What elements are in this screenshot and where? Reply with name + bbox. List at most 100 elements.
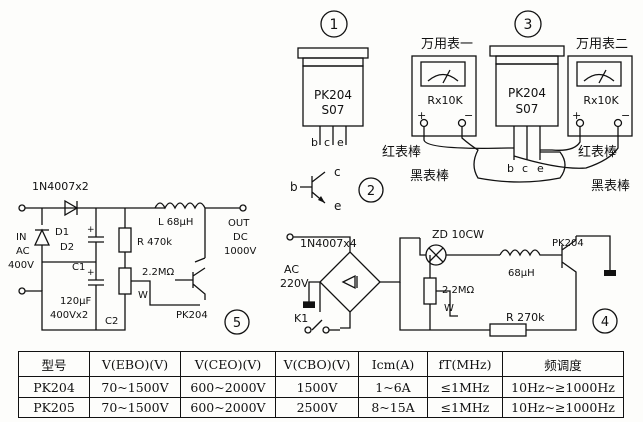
table-header-cell: 频调度 (502, 350, 624, 378)
meter-1-range: Rx10K (427, 94, 463, 107)
symbol-e-label: e (334, 199, 341, 213)
black-probe-label-1: 黑表棒 (410, 169, 449, 184)
out-label-1: OUT (228, 218, 250, 229)
table-header-row: 型号 V(EBO)(V) V(CEO)(V) V(CBO)(V) Icm(A) … (18, 350, 624, 378)
table-header-cell: V(CBO)(V) (275, 350, 359, 378)
c2-label: C2 (105, 316, 118, 327)
bridge-rectifier (319, 251, 381, 313)
ground-4 (604, 270, 616, 276)
table-cell: 8~15A (358, 396, 428, 419)
transistor-5-label: PK204 (176, 310, 208, 321)
panel-3-code-label: S07 (516, 102, 539, 116)
d1-label: D1 (55, 227, 69, 238)
table-cell: 70~1500V (89, 376, 181, 398)
panel-3-number: 3 (524, 17, 533, 33)
bridge-label: 1N4007x4 (300, 237, 357, 250)
table-cell: ≤1MHz (427, 376, 503, 398)
table-cell: 70~1500V (89, 396, 181, 419)
panel-3-pin-b: b (507, 162, 514, 175)
output-terminal (239, 204, 247, 212)
transistor-5 (175, 208, 206, 300)
panel-2-number-circle (358, 177, 384, 203)
black-probe-lead-1 (461, 127, 566, 183)
input-label-3: 400V (8, 260, 34, 271)
out-label-3: 1000V (224, 246, 256, 257)
ac-terminal-top (286, 233, 294, 241)
pot-label: 2.2MΩ (142, 267, 175, 278)
meter-1-body (411, 55, 477, 137)
svg-text:+: + (87, 225, 95, 235)
panel-3-package-tab (489, 45, 565, 57)
meter-2-dial (576, 61, 622, 87)
input-label-1: IN (16, 232, 26, 243)
panel-2-number: 2 (367, 184, 375, 199)
red-probe-label-2: 红表棒 (578, 144, 617, 160)
input-terminal-top (18, 204, 26, 212)
black-probe-lead-2 (513, 127, 619, 169)
table-cell: 10Hz~≥1000Hz (502, 376, 624, 398)
cap-voltage-label: 400Vx2 (50, 310, 88, 321)
transistor-4-label: PK204 (552, 238, 584, 249)
spec-table: 型号 V(EBO)(V) V(CEO)(V) V(CBO)(V) Icm(A) … (18, 350, 624, 419)
table-cell: 600~2000V (180, 376, 276, 398)
panel-1-number: 1 (330, 17, 339, 33)
resistor-470k (118, 227, 132, 253)
package-code-label: S07 (322, 103, 345, 117)
red-probe-lead-1 (423, 127, 514, 149)
package-tab (297, 47, 369, 59)
k1-label: K1 (294, 312, 308, 325)
inductor-l (154, 202, 206, 210)
panel-2: b c e 2 (290, 165, 384, 213)
c1-label: C1 (72, 262, 85, 273)
panel-5-number-circle (224, 309, 250, 335)
table-cell: 1~6A (358, 376, 428, 398)
pot-w-label: W (138, 290, 148, 301)
zd-label: ZD 10CW (432, 228, 484, 241)
table-cell: PK204 (18, 376, 90, 398)
table-cell: 10Hz~≥1000Hz (502, 396, 624, 419)
table-header-cell: fT(MHz) (427, 350, 503, 378)
resistor-label: R 470k (137, 237, 172, 248)
panel-1: 1 PK204 S07 b c e (297, 10, 369, 149)
pin-c-label: c (324, 136, 330, 149)
meter-2-plus: + (572, 109, 581, 122)
inductor-4 (499, 249, 555, 257)
panel-5: 1N4007x2 IN AC 400V D1 D2 + + C1 120µF 4… (8, 180, 256, 335)
diode-d1 (64, 199, 79, 217)
resistor-270k (489, 323, 527, 337)
panel-1-number-circle (320, 10, 348, 38)
meter-2-needle (598, 69, 607, 84)
table-header-cell: Icm(A) (358, 350, 428, 378)
black-probe-label-2: 黑表棒 (591, 179, 630, 194)
transistor-symbol (300, 171, 326, 204)
meter-1-plus: + (417, 109, 426, 122)
meter-2-body (567, 55, 633, 137)
pot-4-w-label: W (444, 303, 454, 314)
symbol-c-label: c (334, 165, 341, 179)
table-header-cell: 型号 (18, 350, 90, 378)
panel-4-number-circle (592, 308, 618, 334)
switch-k1 (311, 319, 323, 331)
potentiometer-4 (423, 277, 437, 305)
meter-2-minus: − (621, 109, 630, 122)
panel-5-number: 5 (233, 316, 241, 331)
red-probe-label-1: 红表棒 (382, 144, 421, 160)
pot-4-label: 2.2MΩ (442, 285, 475, 296)
ac-label: AC (284, 263, 299, 276)
meter-2-range: Rx10K (583, 94, 619, 107)
panel-3-number-circle (514, 10, 542, 38)
table-cell: 600~2000V (180, 396, 276, 419)
transistor-4 (555, 236, 577, 282)
out-label-2: DC (233, 232, 248, 243)
meter-1-minus: − (464, 109, 473, 122)
red-probe-lead-2 (540, 127, 581, 151)
input-terminal-bottom (18, 287, 26, 295)
table-row: PK205 70~1500V 600~2000V 2500V 8~15A ≤1M… (18, 396, 624, 419)
d2-label: D2 (60, 242, 74, 253)
table-cell: ≤1MHz (427, 396, 503, 419)
pin-e-label: e (337, 136, 344, 149)
table-cell: 2500V (275, 396, 359, 419)
package-part-label: PK204 (314, 88, 352, 102)
